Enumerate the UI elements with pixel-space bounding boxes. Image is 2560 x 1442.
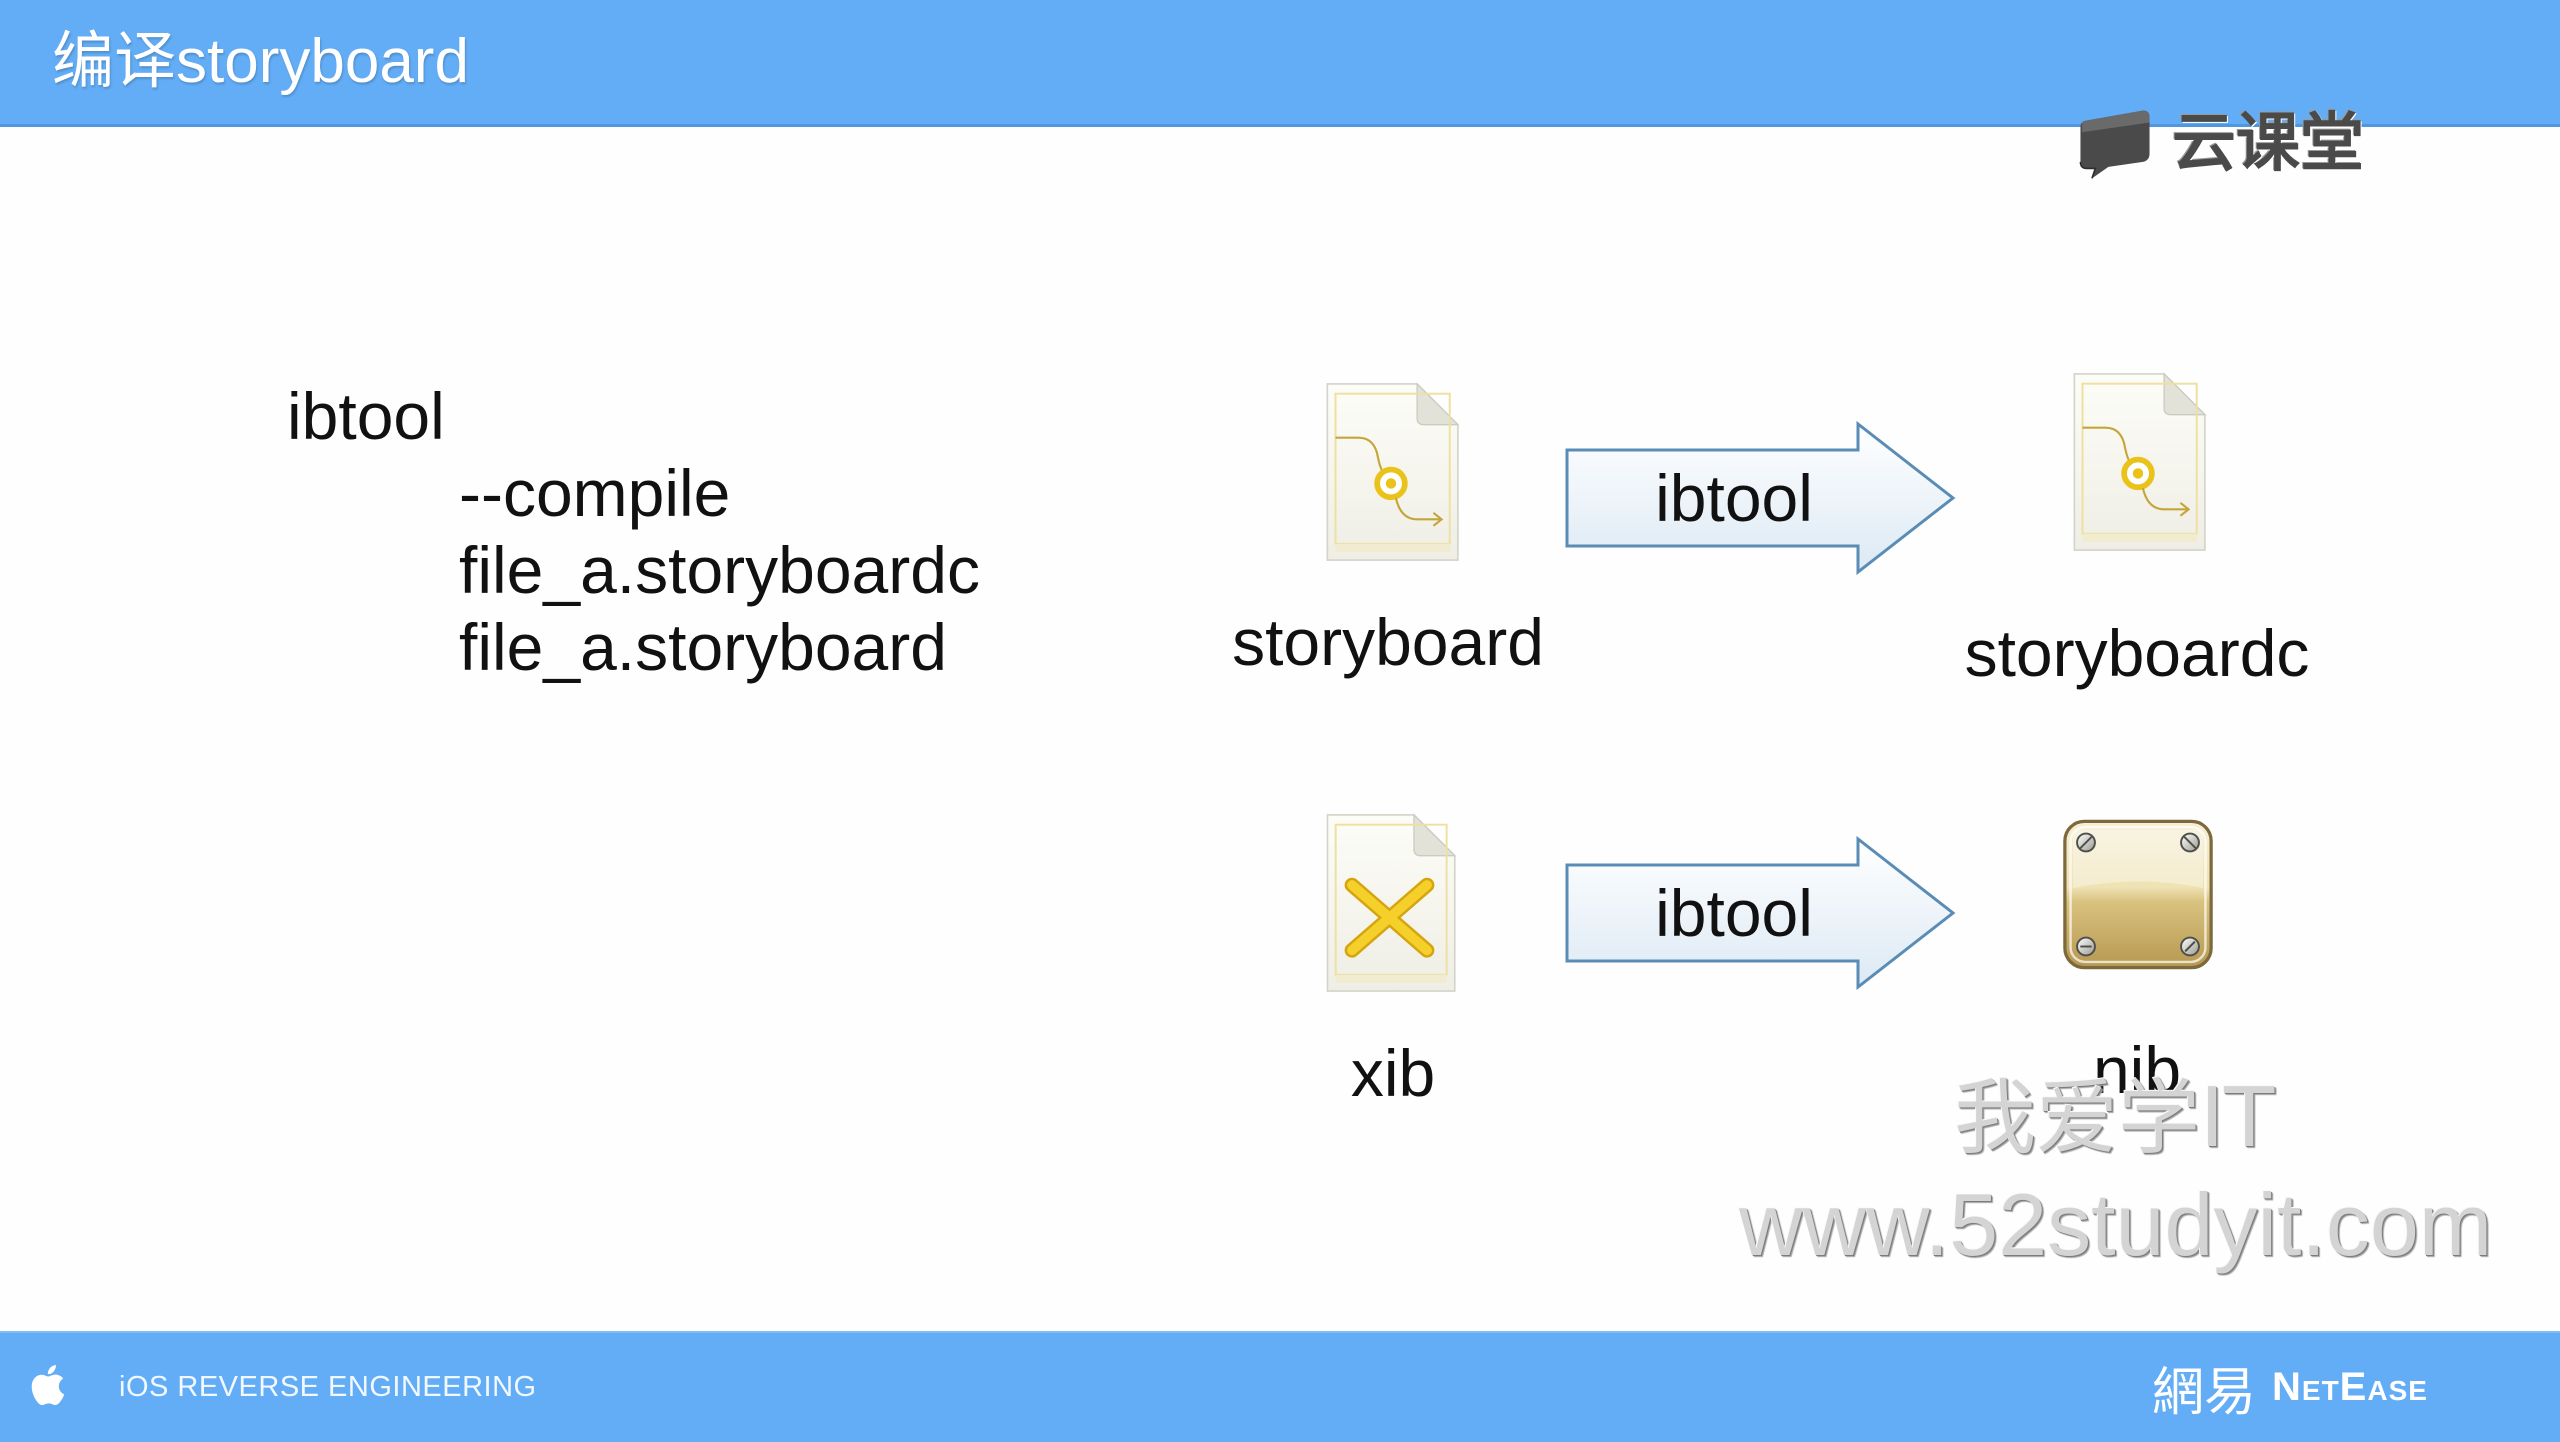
course-name: iOS REVERSE ENGINEERING — [119, 1371, 537, 1403]
netease-logo: 網易 NetEase — [2152, 1333, 2428, 1442]
storyboardc-label: storyboardc — [1964, 616, 2310, 690]
storyboard-file-icon — [1319, 379, 1463, 565]
xib-file-icon — [1319, 810, 1460, 996]
header-bar: 编译storyboard — [0, 0, 2560, 127]
watermark-title: 我爱学IT — [1954, 1071, 2275, 1166]
compile-arrow: ibtool — [1564, 836, 1956, 990]
arrow-tool-label: ibtool — [1655, 461, 1813, 535]
watermark-url: www.52studyit.com — [1739, 1175, 2493, 1274]
command-name: ibtool — [287, 379, 445, 453]
command-block: ibtool --compile file_a.storyboardc file… — [287, 378, 980, 686]
compile-arrow: ibtool — [1564, 421, 1956, 575]
xib-label: xib — [1350, 1036, 1436, 1110]
footer-bar: iOS REVERSE ENGINEERING 網易 NetEase — [0, 1331, 2560, 1442]
brand-english-name: NetEase — [2272, 1365, 2428, 1409]
storyboardc-file-icon — [2066, 369, 2210, 555]
brand-logo-text: 云课堂 — [2172, 107, 2364, 181]
chat-bubble-icon — [2077, 106, 2153, 180]
arrow-tool-label: ibtool — [1655, 876, 1813, 950]
command-output-file: file_a.storyboardc — [459, 533, 980, 607]
brand-chinese-name: 網易 — [2152, 1363, 2257, 1423]
slide-title: 编译storyboard — [52, 27, 469, 96]
nib-label: nib — [2092, 1033, 2182, 1107]
nib-file-icon — [2060, 816, 2216, 973]
storyboard-label: storyboard — [1232, 605, 1544, 679]
command-flag: --compile — [459, 456, 731, 530]
command-input-file: file_a.storyboard — [459, 610, 947, 684]
apple-logo-icon — [24, 1359, 72, 1411]
